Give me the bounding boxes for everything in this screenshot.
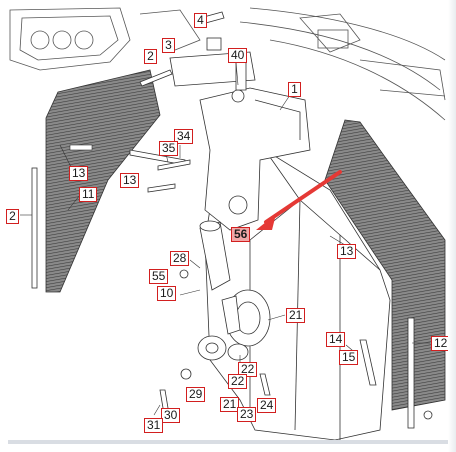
callout-13-left: 13	[69, 166, 89, 181]
callout-22-lower: 22	[228, 374, 248, 389]
right-edge-shadow	[448, 0, 456, 452]
callout-55: 55	[149, 269, 169, 284]
callout-21-bottom: 21	[220, 397, 240, 412]
callout-22-upper: 22	[238, 362, 258, 377]
callout-13-right: 13	[337, 244, 357, 259]
callout-35: 35	[159, 141, 179, 156]
callout-29: 29	[186, 387, 206, 402]
highlight-arrow	[256, 170, 342, 230]
callout-2-edge: 2	[6, 209, 19, 224]
machine-body	[9, 7, 446, 121]
callout-30: 30	[161, 408, 181, 423]
callout-28: 28	[170, 251, 190, 266]
callout-2: 2	[144, 49, 157, 64]
callout-11: 11	[79, 187, 98, 202]
left-guard-panel	[31, 69, 161, 293]
callout-10: 10	[157, 286, 177, 301]
right-guard-panel	[324, 119, 446, 429]
callout-56: 56	[231, 227, 251, 242]
callout-1: 1	[288, 82, 301, 97]
callout-23: 23	[237, 407, 257, 422]
callout-14: 14	[326, 332, 346, 347]
callout-40: 40	[228, 48, 248, 63]
callout-34: 34	[174, 129, 194, 144]
pin-tube	[199, 220, 231, 291]
callout-31: 31	[144, 418, 164, 433]
callout-13-mid: 13	[120, 173, 140, 188]
callout-4: 4	[194, 13, 207, 28]
callout-21-top: 21	[286, 308, 306, 323]
callout-24: 24	[257, 398, 277, 413]
callout-15: 15	[339, 350, 359, 365]
mount-bracket	[169, 51, 311, 231]
bottom-divider	[8, 440, 448, 444]
gear-assembly	[179, 269, 271, 380]
callout-3: 3	[162, 38, 175, 53]
